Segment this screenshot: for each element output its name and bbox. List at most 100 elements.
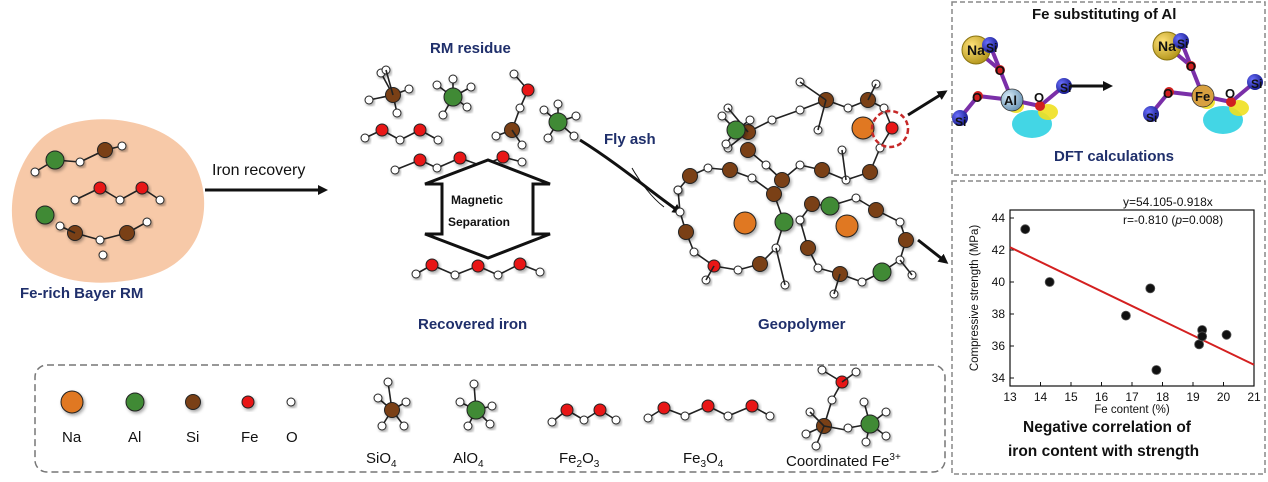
fe-atom — [93, 181, 107, 195]
o-atom — [861, 437, 871, 447]
na-atom — [60, 390, 84, 414]
fe-atom — [375, 123, 389, 137]
dft-center-atom — [1191, 84, 1215, 108]
fe-atom — [471, 259, 485, 273]
dft-o-label: O — [1163, 86, 1173, 101]
substitution-highlight — [870, 109, 910, 149]
separation-label: Separation — [448, 215, 511, 229]
x-tick-label: 16 — [1095, 390, 1109, 404]
legend-fe3o4: Fe3O4 — [683, 450, 724, 470]
si-atom — [185, 394, 201, 410]
o-atom — [765, 411, 775, 421]
x-tick-label: 14 — [1034, 390, 1048, 404]
legend-sio4: SiO4 — [366, 450, 397, 470]
fe-atom — [885, 121, 899, 135]
bond — [833, 273, 841, 295]
dft-si-atom — [1143, 106, 1159, 122]
si-atom — [868, 202, 884, 218]
fe-atom — [413, 123, 427, 137]
bayer-rm-molecules — [30, 141, 165, 260]
dft-si-label: Si — [1060, 81, 1071, 95]
correlation-text: r=-0.810 (p=0.008) — [1123, 213, 1223, 227]
to-chart-arrow — [917, 238, 949, 264]
si-atom — [862, 164, 878, 180]
fly-ash-arrow — [579, 138, 683, 214]
fly-ash-label: Fly ash — [604, 131, 656, 148]
o-atom — [733, 265, 743, 275]
dft-o-label: O — [972, 90, 982, 105]
si-atom — [682, 168, 698, 184]
legend-label-o: O — [286, 429, 298, 446]
o-atom — [680, 411, 690, 421]
si-atom — [898, 232, 914, 248]
o-atom — [155, 195, 165, 205]
o-atom — [30, 167, 40, 177]
o-atom — [433, 135, 443, 145]
o-atom — [843, 103, 853, 113]
o-atom — [469, 379, 479, 389]
si-atom — [814, 162, 830, 178]
dft-o-atom — [1164, 87, 1174, 97]
bond — [775, 247, 786, 286]
x-tick-label: 20 — [1217, 390, 1231, 404]
o-atom — [517, 140, 527, 150]
o-atom — [571, 111, 581, 121]
bond — [771, 109, 801, 121]
data-point — [1020, 224, 1031, 235]
o-atom — [675, 207, 685, 217]
o-atom — [851, 193, 861, 203]
dft-si-label: Si — [955, 115, 966, 129]
o-atom — [539, 105, 549, 115]
o-atom — [553, 99, 563, 109]
dft-na-label: Na — [967, 42, 985, 58]
dft-center-atom — [1000, 88, 1024, 112]
dft-si-atom — [952, 110, 968, 126]
x-tick-label: 17 — [1125, 390, 1139, 404]
dft-si-atom — [1247, 74, 1263, 90]
o-atom — [142, 217, 152, 227]
legend-coordinated-fe: Coordinated Fe3+ — [786, 452, 901, 470]
data-point — [1044, 277, 1055, 287]
fe-atom — [745, 399, 759, 413]
o-atom — [55, 221, 65, 231]
fe-atom — [135, 181, 149, 195]
fit-equation: y=54.105-0.918x — [1123, 195, 1213, 209]
si-atom — [752, 256, 768, 272]
o-atom — [811, 441, 821, 451]
o-atom — [117, 141, 127, 151]
o-atom — [569, 131, 579, 141]
o-atom — [466, 82, 476, 92]
fe-atom — [657, 401, 671, 415]
al-atom — [45, 150, 65, 170]
neg-corr-line1: Negative correlation of — [1023, 419, 1191, 436]
legend-label-na: Na — [62, 429, 82, 446]
dft-si-label: Si — [986, 41, 997, 55]
o-atom — [703, 163, 713, 173]
legend-alo4: AlO4 — [453, 450, 484, 470]
o-atom — [98, 250, 108, 260]
o-atom — [881, 407, 891, 417]
fe-atom — [413, 153, 427, 167]
o-atom — [795, 215, 805, 225]
dft-si-atom — [982, 37, 998, 53]
o-atom — [579, 415, 589, 425]
x-tick-label: 18 — [1156, 390, 1170, 404]
recovered-iron-label: Recovered iron — [418, 316, 528, 333]
bond — [705, 265, 715, 281]
si-atom — [97, 142, 113, 158]
o-atom — [817, 365, 827, 375]
bayer-rm-label: Fe-rich Bayer RM — [20, 285, 144, 302]
legend-panel — [34, 364, 946, 473]
legend-label-fe: Fe — [241, 429, 259, 446]
o-atom — [895, 217, 905, 227]
fe-atom — [425, 258, 439, 272]
o-atom — [411, 269, 421, 279]
o-atom — [75, 157, 85, 167]
dft-o-label: O — [1186, 59, 1196, 74]
si-atom — [774, 172, 790, 188]
o-atom — [395, 135, 405, 145]
o-atom — [399, 421, 409, 431]
rm-residue-label: RM residue — [430, 40, 511, 57]
